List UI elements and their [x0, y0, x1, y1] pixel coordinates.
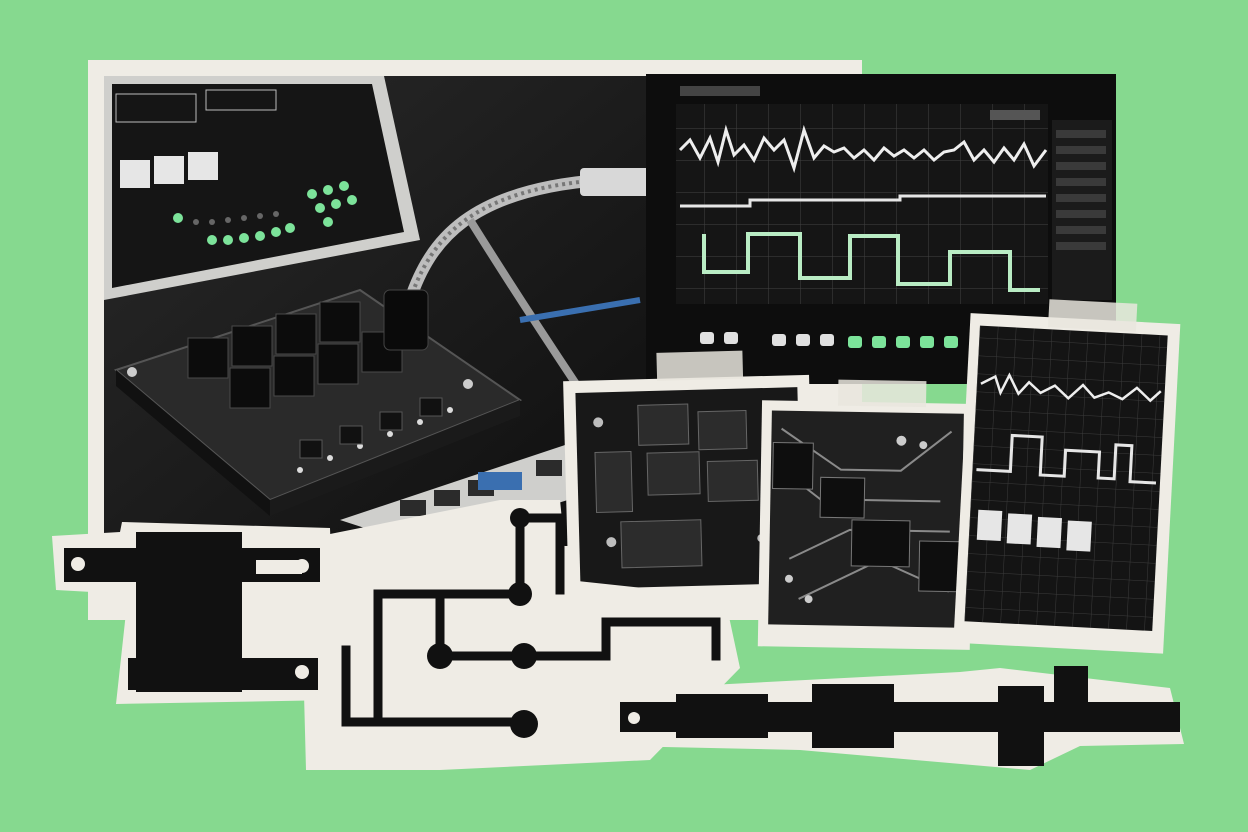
- waveform-flat: [680, 194, 1046, 208]
- waveform-square: [702, 232, 1040, 292]
- tape-2: [837, 379, 927, 408]
- cable: [404, 174, 601, 302]
- tape-1: [656, 350, 744, 381]
- polaroid-relay-closeup: [563, 350, 815, 604]
- connector-strip-silhouette: [620, 666, 1180, 766]
- trace-nodes: [427, 508, 538, 738]
- relay-silhouette: [64, 532, 320, 692]
- polaroid-circuit-board: [757, 379, 975, 650]
- relay-board: [113, 288, 523, 516]
- tape-3: [1047, 299, 1138, 332]
- monitor-leds: [700, 332, 958, 348]
- small-monitor: [104, 76, 420, 300]
- waveform-noise: [678, 124, 1048, 174]
- monitor-side-panel: [1052, 120, 1112, 300]
- photo-monitor: [646, 74, 1116, 384]
- polaroid-waveform-screen: [953, 299, 1181, 654]
